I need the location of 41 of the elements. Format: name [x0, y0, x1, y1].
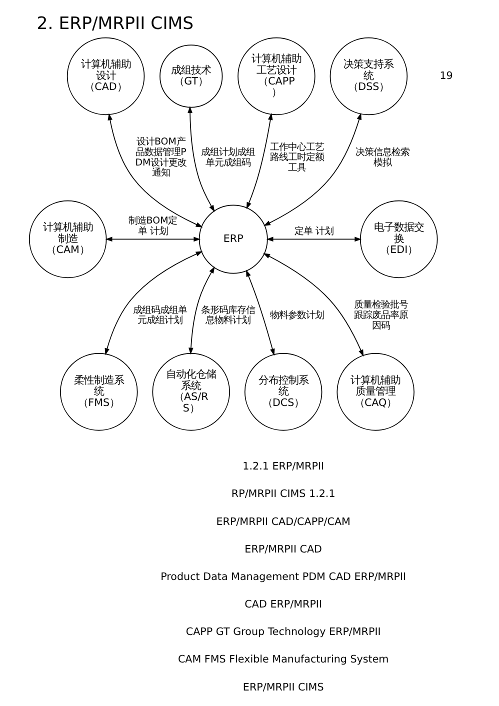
label: ERP/MRPII CAD/CAPP/CAM [216, 516, 350, 528]
edge-label: 工作中心工艺路线工时定额工具 [270, 142, 324, 174]
label: RP/MRPII CIMS 1.2.1 [231, 488, 336, 500]
arrow [263, 253, 364, 357]
arrow [246, 270, 275, 356]
edge-label: 成组计划成组单元成组码 [201, 146, 256, 168]
edge-label: 物料参数计划 [270, 310, 324, 321]
arrow [188, 266, 215, 355]
arrow [104, 251, 203, 356]
label: 1.2.1 ERP/MRPII [242, 460, 324, 473]
node-circle: 自动化仓储系统（AS/RS） [152, 353, 230, 431]
label: CAD ERP/MRPII [244, 598, 322, 611]
node-circle: 分布控制系统（DCS） [244, 353, 322, 431]
edge-label: 质量检验批号跟踪废品率原因码 [354, 300, 408, 332]
label: 19 [440, 70, 453, 82]
label: CAPP GT Group Technology ERP/MRPII [186, 626, 381, 638]
arrow [108, 113, 203, 228]
edge-label: 制造BOM定单 计划 [128, 216, 178, 237]
arrow [105, 236, 201, 242]
diagram-title: 2. ERP/MRPII CIMS [36, 14, 194, 34]
node-circle: 成组技术（GT） [160, 44, 223, 108]
node-circle: 电子数据交换（EDI） [360, 200, 438, 278]
edge-label: 成组码成组单元成组计划 [133, 304, 188, 326]
edge-label: 条形码库存信息物料计划 [201, 304, 256, 326]
label: ERP/MRPII CIMS [242, 681, 324, 694]
edge-label: 定单 计划 [294, 226, 334, 237]
node-circle: 柔性制造系统（FMS） [60, 353, 138, 431]
node-circle: 计算机辅助设计（CAD） [66, 37, 145, 116]
arrow [188, 106, 215, 212]
node-circle: 计算机辅助工艺设计（CAPP） [238, 37, 316, 116]
node-circle: 计算机辅助制造（CAM） [28, 200, 107, 278]
label: Product Data Management PDM CAD ERP/MRPII [160, 570, 406, 583]
edge-label: 决策信息检索模拟 [355, 146, 410, 168]
node-circle: 决策支持系统（DSS） [330, 37, 408, 116]
edge-label: 设计BOM产品数据管理PDM设计更改通知 [135, 136, 187, 179]
arrow [246, 113, 273, 210]
label: CAM FMS Flexible Manufacturing System [178, 654, 389, 666]
arrow [266, 236, 362, 242]
arrow [264, 112, 362, 226]
label: ERP/MRPII CAD [244, 543, 322, 556]
node-circle: 计算机辅助质量管理（CAQ） [336, 353, 414, 431]
